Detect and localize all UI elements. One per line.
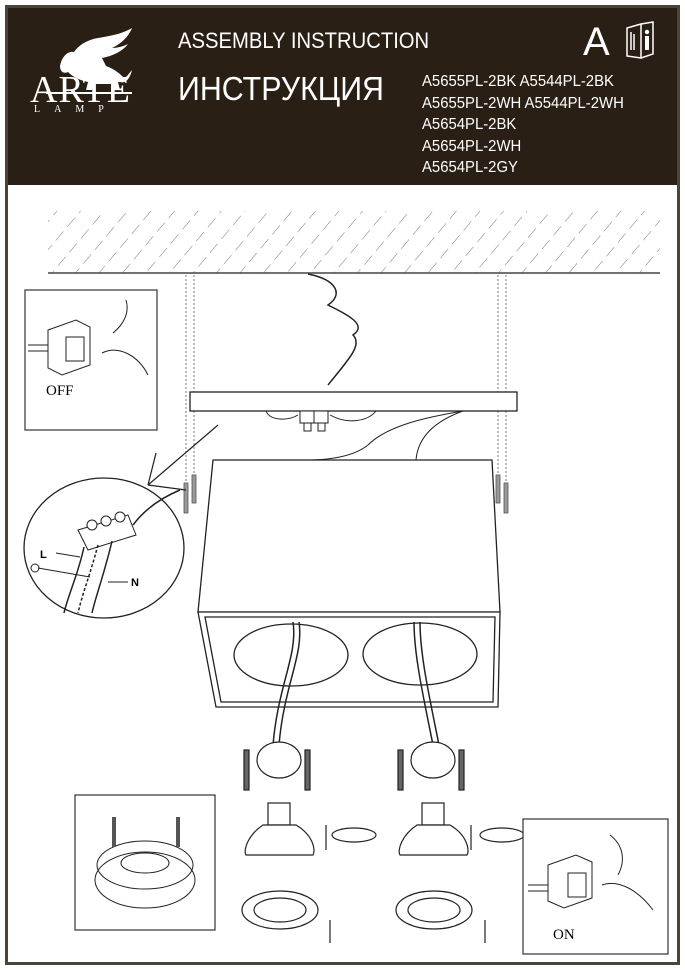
winged-lion-logo-icon xyxy=(46,28,132,94)
brand-name: ARTE xyxy=(30,69,131,111)
title-russian: ИНСТРУКЦИЯ xyxy=(178,70,384,107)
model-line: A5655PL-2WH A5544PL-2WH xyxy=(422,94,624,112)
title-english: ASSEMBLY INSTRUCTION xyxy=(178,28,430,53)
assembly-drawing: OFF L N xyxy=(23,211,669,955)
switch-off-panel xyxy=(24,289,158,431)
switch-off-label: OFF xyxy=(46,383,74,399)
lamp-housing xyxy=(197,459,501,708)
language-letter: A xyxy=(583,20,610,64)
model-line: A5654PL-2GY xyxy=(422,159,518,176)
instruction-page: ARTE LAMP ASSEMBLY INSTRUCTION ИНСТРУКЦИ… xyxy=(5,5,680,965)
live-wire-label: L xyxy=(40,549,47,561)
switch-on-panel xyxy=(522,818,669,955)
mounting-bracket xyxy=(189,391,518,461)
manual-info-icon xyxy=(626,21,654,59)
neutral-wire-label: N xyxy=(131,577,139,589)
ceiling xyxy=(48,211,660,274)
header: ARTE LAMP ASSEMBLY INSTRUCTION ИНСТРУКЦИ… xyxy=(8,8,677,185)
callout-pointer xyxy=(147,424,219,491)
assembly-diagram: OFF L N xyxy=(8,185,677,962)
lamp-cables xyxy=(272,621,440,746)
mains-cable xyxy=(307,273,359,386)
model-line: A5655PL-2BK A5544PL-2BK xyxy=(422,73,614,90)
model-line: A5654PL-2WH xyxy=(422,137,522,155)
model-line: A5654PL-2BK xyxy=(422,116,517,133)
brand-subtitle: LAMP xyxy=(34,104,118,115)
switch-on-label: ON xyxy=(553,927,575,943)
model-list: A5655PL-2BK A5544PL-2BK A5655PL-2WH A554… xyxy=(422,71,624,179)
terminal-detail xyxy=(23,477,185,619)
screws-icon xyxy=(183,474,509,514)
screw-guides xyxy=(185,275,507,505)
lamp-unit-right xyxy=(395,741,525,943)
ring-detail-panel xyxy=(74,794,216,931)
lamp-unit-left xyxy=(241,741,377,943)
